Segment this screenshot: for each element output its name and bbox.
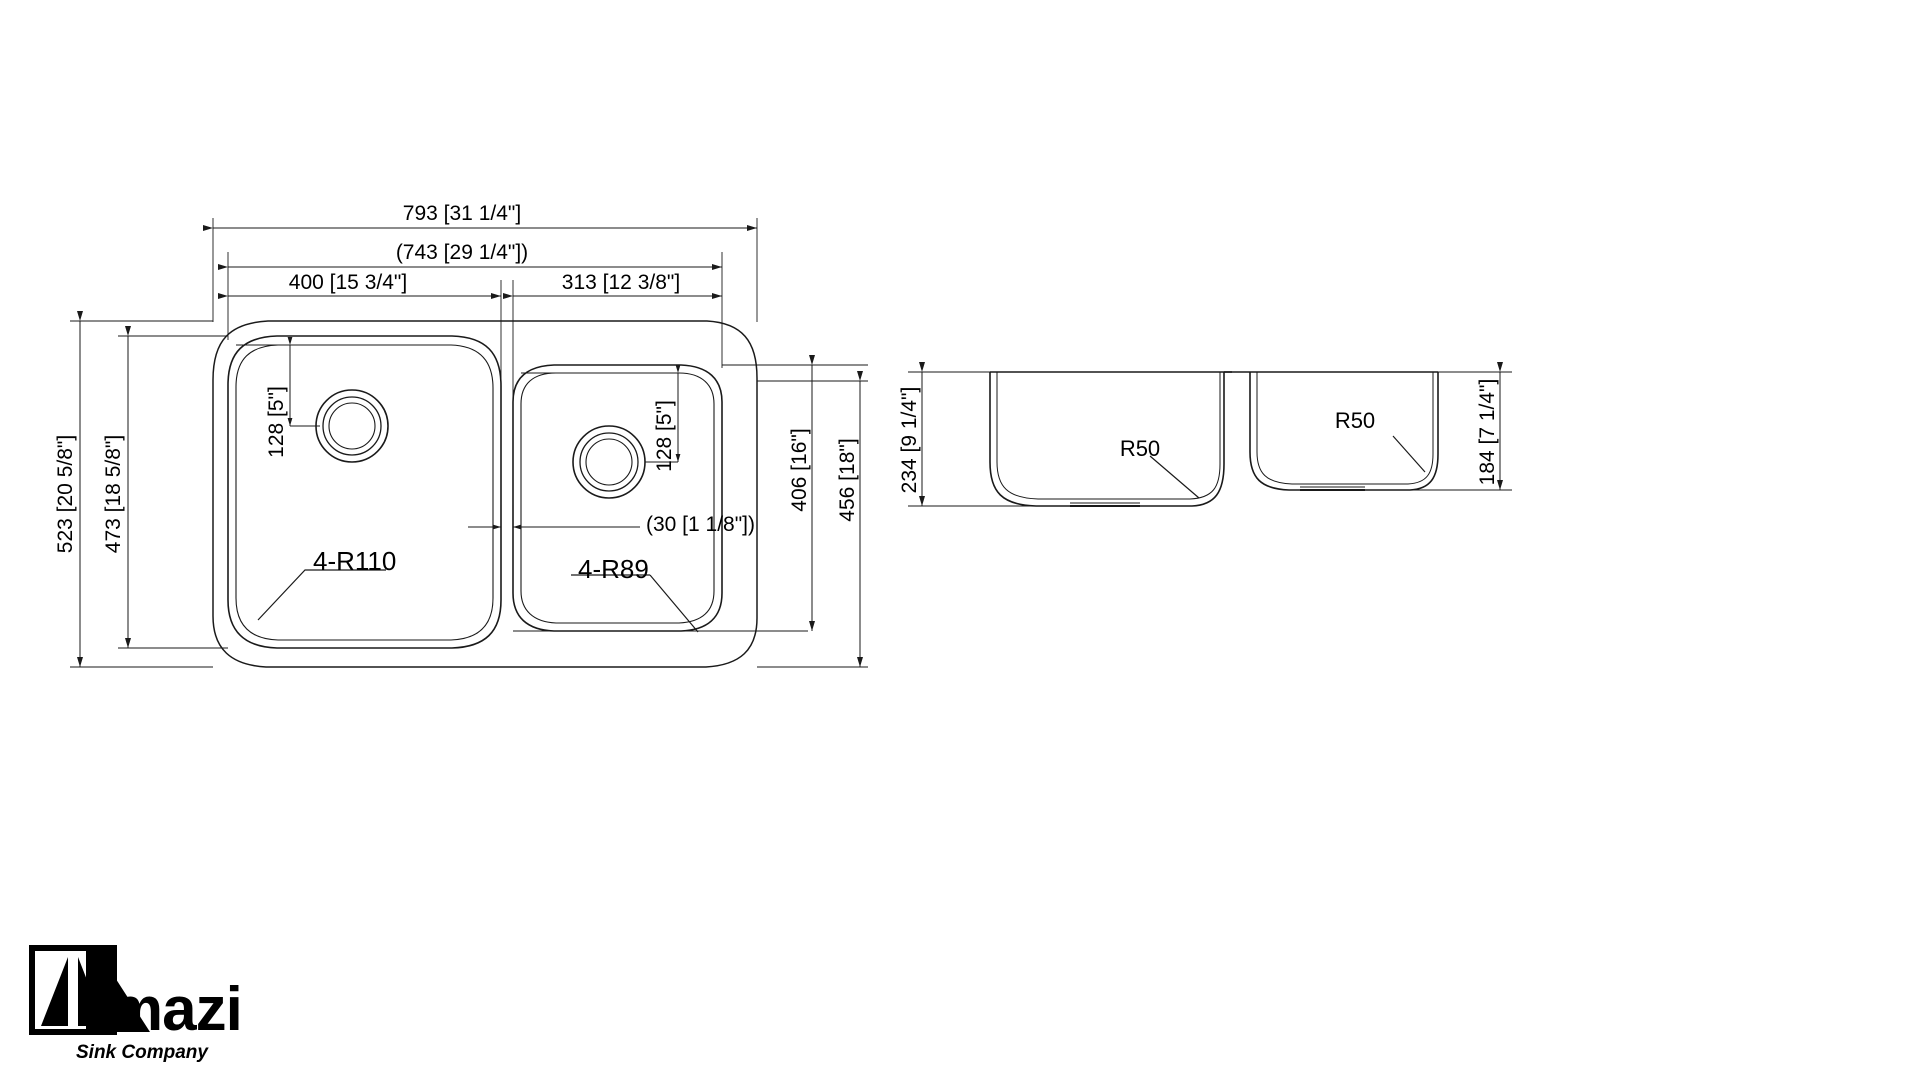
mazi-logo: mazi Sink Company <box>29 945 243 1063</box>
section-view-outline <box>989 371 1439 507</box>
dim-left-drain-offset: 128 [5"] <box>265 386 288 458</box>
section-dimension-lines <box>919 362 1503 506</box>
logo-tagline: Sink Company <box>76 1042 209 1063</box>
left-bowl-outline <box>227 335 502 649</box>
dim-right-drain-offset: 128 [5"] <box>653 400 676 472</box>
dim-left-bowl-width: 400 [15 3/4"] <box>289 271 407 294</box>
dim-right-depth: 184 [7 1/4"] <box>1476 379 1499 486</box>
right-drain <box>572 425 646 499</box>
callout-leaders <box>257 569 699 633</box>
callout-left-radius: 4-R110 <box>313 546 396 576</box>
dim-overall-width: 793 [31 1/4"] <box>403 202 521 225</box>
dimension-labels: 793 [31 1/4"] (743 [29 1/4"]) 400 [15 3/… <box>54 202 859 553</box>
section-callout-leaders <box>1149 435 1426 499</box>
dim-right-bowl-width: 313 [12 3/8"] <box>562 271 680 294</box>
sink-top-outer-outline <box>212 320 758 668</box>
callout-left-fillet: R50 <box>1120 436 1160 461</box>
extension-lines-top <box>70 218 868 668</box>
dim-divider-width: (30 [1 1/8"]) <box>646 513 755 536</box>
right-bowl-outline <box>512 364 723 632</box>
callout-right-fillet: R50 <box>1335 408 1375 433</box>
section-extension-lines <box>908 371 1512 507</box>
dim-inner-height: 473 [18 5/8"] <box>102 435 125 553</box>
dim-overall-height: 523 [20 5/8"] <box>54 435 77 553</box>
radius-callout-labels: 4-R110 4-R89 <box>313 546 649 584</box>
left-drain <box>315 389 389 463</box>
dim-inner-width: (743 [29 1/4"]) <box>396 241 528 264</box>
section-labels: 234 [9 1/4"] 184 [7 1/4"] R50 R50 <box>898 379 1499 494</box>
dim-right-bowl-height: 406 [16"] <box>788 428 811 511</box>
dim-right-outer-height: 456 [18"] <box>836 438 859 521</box>
dimension-lines-top <box>77 225 863 667</box>
logo-brand: mazi <box>108 975 242 1044</box>
callout-right-radius: 4-R89 <box>578 554 649 584</box>
dim-left-depth: 234 [9 1/4"] <box>898 387 921 494</box>
